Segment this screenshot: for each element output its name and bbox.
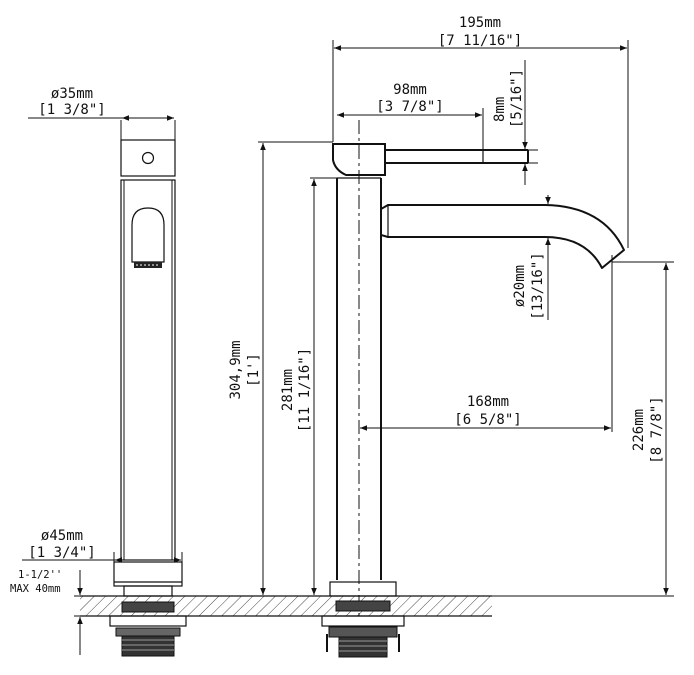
dim-base-diameter-imperial: [1 3/4"] <box>28 545 95 561</box>
dim-body-height-metric: 281mm <box>280 369 296 411</box>
handle-screw-icon <box>141 151 155 165</box>
dim-overall-length-metric: 195mm <box>459 15 501 31</box>
dim-spout-reach-imperial: [6 5/8"] <box>454 412 521 428</box>
dim-body-height-imperial: [11 1/16"] <box>297 348 313 432</box>
dim-spout-height-imperial: [8 7/8"] <box>649 396 665 463</box>
dim-handle-length-imperial: [3 7/8"] <box>376 99 443 115</box>
dim-total-height-metric: 304,9mm <box>228 340 244 399</box>
dim-spout-diameter-imperial: [13/16"] <box>530 252 546 319</box>
dim-spout-height-metric: 226mm <box>631 409 647 451</box>
dim-deck-thickness-line1: 1-1/2'' <box>18 569 62 581</box>
dim-base-diameter-metric: ø45mm <box>41 528 83 544</box>
dim-handle-length-metric: 98mm <box>393 82 427 98</box>
dimension-labels: 195mm [7 11/16"] 98mm [3 7/8"] 8mm [5/16… <box>10 15 665 595</box>
dim-handle-thickness-imperial: [5/16"] <box>509 69 525 128</box>
dim-overall-length-imperial: [7 11/16"] <box>438 33 522 49</box>
dimension-lines <box>22 40 674 655</box>
dim-deck-thickness-line2: MAX 40mm <box>10 583 61 595</box>
dim-spout-reach-metric: 168mm <box>467 394 509 410</box>
front-view-faucet <box>321 120 625 658</box>
dim-handle-thickness-metric: 8mm <box>492 97 508 122</box>
side-view-faucet <box>109 139 187 657</box>
dim-spout-diameter-metric: ø20mm <box>512 265 528 307</box>
dim-body-diameter-metric: ø35mm <box>51 86 93 102</box>
dim-body-diameter-imperial: [1 3/8"] <box>38 102 105 118</box>
dim-total-height-imperial: [1'] <box>246 353 262 387</box>
